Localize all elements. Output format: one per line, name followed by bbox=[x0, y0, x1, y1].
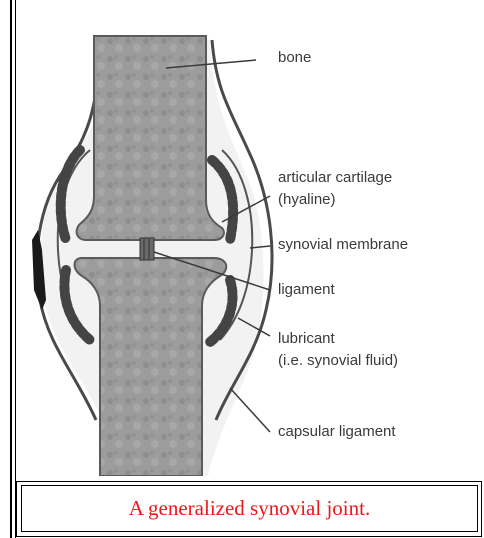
label-articular-cartilage: articular cartilage bbox=[278, 168, 392, 188]
left-border-outer bbox=[10, 0, 12, 538]
joint-diagram-drawing bbox=[16, 0, 484, 476]
caption-cell: A generalized synovial joint. bbox=[21, 485, 478, 532]
central-ligament bbox=[140, 238, 154, 260]
label-synovial-membrane: synovial membrane bbox=[278, 235, 408, 255]
figure-caption: A generalized synovial joint. bbox=[129, 496, 370, 521]
label-articular-cartilage-hyaline: (hyaline) bbox=[278, 190, 336, 210]
label-bone: bone bbox=[278, 48, 311, 68]
label-lubricant: lubricant bbox=[278, 329, 335, 349]
label-ligament: ligament bbox=[278, 280, 335, 300]
label-capsular-ligament: capsular ligament bbox=[278, 422, 396, 442]
joint-diagram: bone articular cartilage (hyaline) synov… bbox=[16, 0, 484, 476]
label-lubricant-synovial-fluid: (i.e. synovial fluid) bbox=[278, 351, 398, 371]
leader-capsular-ligament bbox=[230, 388, 270, 432]
caption-box: A generalized synovial joint. bbox=[16, 481, 482, 537]
upper-bone bbox=[77, 36, 224, 240]
